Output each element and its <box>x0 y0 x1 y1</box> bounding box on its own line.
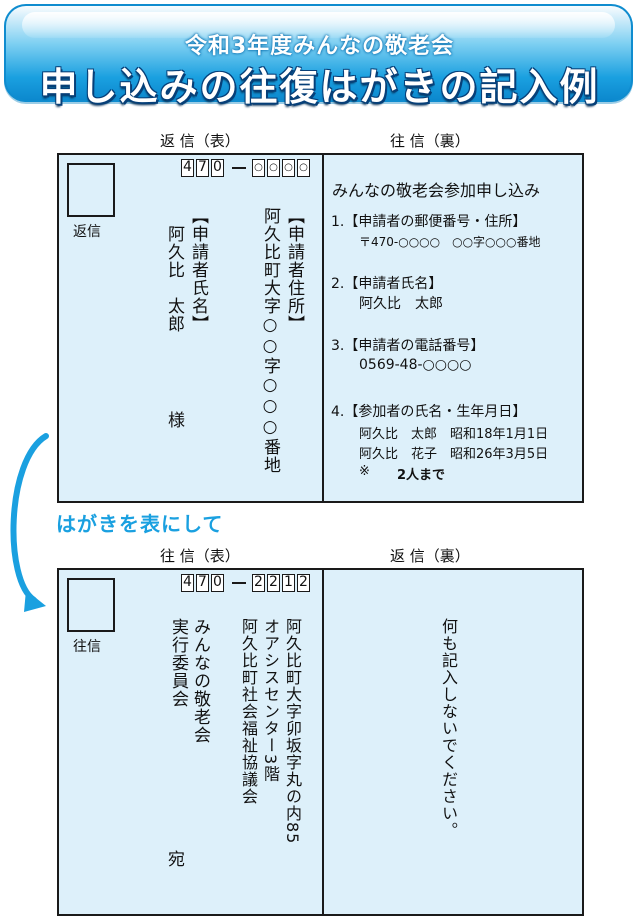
item-value: 0569-48-○○○○ <box>359 357 472 373</box>
top-left-label: 返 信（表） <box>160 132 240 150</box>
zip-digit: ○ <box>297 159 310 177</box>
bottom-left-label: 往 信（表） <box>160 547 240 565</box>
recipient-line: 実行委員会 <box>168 618 188 708</box>
zip-digit: ○ <box>282 159 295 177</box>
name-heading: 【申請者氏名】 <box>188 207 208 333</box>
item-label: 3.【申請者の電話番号】 <box>331 338 485 354</box>
reply-blank-note: 何も記入しないでください。 <box>439 618 458 839</box>
zip-digit: 0 <box>211 574 224 592</box>
flip-arrow-icon <box>10 433 49 612</box>
card-divider <box>322 155 324 501</box>
zip-digit: 2 <box>297 574 310 592</box>
name-text: 阿久比 太郎 <box>164 225 184 333</box>
item-value: 阿久比 太郎 <box>359 296 443 312</box>
form-title: みんなの敬老会参加申し込み <box>332 181 541 200</box>
item-label: 1.【申請者の郵便番号・住所】 <box>331 214 527 230</box>
zip-digit: 7 <box>196 159 209 177</box>
item-value: 阿久比 花子 昭和26年3月5日 <box>359 447 549 462</box>
bottom-right-label: 返 信（裏） <box>390 547 470 565</box>
address-line: 阿久比町大字卯坂字丸の内85 <box>283 618 302 845</box>
address-line: 阿久比町社会福祉協議会 <box>239 618 258 805</box>
zip-digit: 2 <box>267 574 280 592</box>
outgoing-postcard-card: 往信 4 7 0 2 2 1 2 阿久比町大字卯坂字丸の内85 オアシスセンター… <box>57 568 584 916</box>
header-title: 申し込みの往復はがきの記入例 <box>39 65 600 109</box>
card-divider <box>322 570 324 914</box>
zip-digit: 4 <box>181 159 194 177</box>
address-text: 阿久比町大字○○字○○○番地 <box>260 207 280 474</box>
flip-instruction-label: はがきを表にして <box>56 512 224 536</box>
zip-dash <box>232 167 246 169</box>
zip-code-boxes: 4 7 0 2 2 1 2 <box>181 574 312 592</box>
stamp-box <box>67 163 115 217</box>
zip-digit: 0 <box>211 159 224 177</box>
address-heading: 【申請者住所】 <box>284 207 304 333</box>
banner-gloss <box>22 12 615 38</box>
top-right-label: 往 信（裏） <box>390 132 470 150</box>
honorific-sama: 様 <box>164 411 184 429</box>
stamp-label: 返信 <box>73 224 101 240</box>
zip-digit: 7 <box>196 574 209 592</box>
zip-dash <box>232 582 246 584</box>
zip-digit: ○ <box>267 159 280 177</box>
honorific-ate: 宛 <box>164 850 184 868</box>
address-line: オアシスセンター3階 <box>261 618 280 783</box>
recipient-line: みんなの敬老会 <box>190 618 210 744</box>
zip-digit: 1 <box>282 574 295 592</box>
stamp-label: 往信 <box>73 639 101 655</box>
item-value: 〒470-○○○○ ○○字○○○番地 <box>359 235 541 249</box>
header-banner <box>4 4 633 102</box>
reply-postcard-card: 返信 4 7 0 ○ ○ ○ ○ 【申請者住所】 阿久比町大字○○字○○○番地 … <box>57 153 584 503</box>
item-label: 4.【参加者の氏名・生年月日】 <box>331 404 527 420</box>
zip-digit: 4 <box>181 574 194 592</box>
item-label: 2.【申請者氏名】 <box>331 276 443 292</box>
header-subtitle: 令和3年度みんなの敬老会 <box>184 34 455 59</box>
zip-code-boxes: 4 7 0 ○ ○ ○ ○ <box>181 159 312 177</box>
zip-digit: 2 <box>252 574 265 592</box>
item-value: 阿久比 太郎 昭和18年1月1日 <box>359 427 549 442</box>
stamp-box <box>67 578 115 632</box>
zip-digit: ○ <box>252 159 265 177</box>
note-mark: ※ <box>359 464 370 479</box>
note-text: 2人まで <box>397 468 446 483</box>
